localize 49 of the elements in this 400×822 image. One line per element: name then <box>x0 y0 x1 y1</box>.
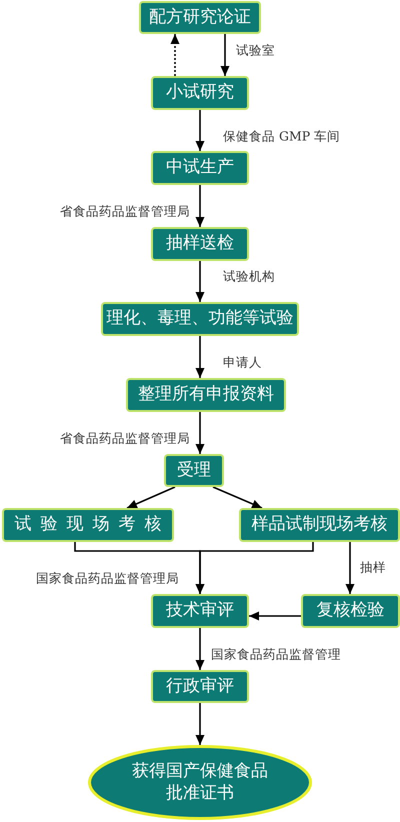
process-box <box>139 1 261 34</box>
step-text: 小试研究 <box>166 82 234 104</box>
step-text: 样品试制现场考核 <box>252 514 388 536</box>
terminal-ellipse <box>88 745 312 820</box>
step-text: 中试生产 <box>166 157 234 179</box>
arrow <box>196 542 314 594</box>
step-text: 行政审评 <box>166 676 234 698</box>
edge-label: 省食品药品监督管理局 <box>60 204 190 218</box>
arrow <box>196 261 204 302</box>
edge-label: 省食品药品监督管理局 <box>60 430 190 446</box>
dotted-arrow <box>170 34 180 76</box>
arrow <box>196 703 204 745</box>
arrow <box>196 185 204 227</box>
step-text: 获得国产保健食品批准证书 <box>130 761 269 804</box>
edge-label: 国家食品药品监督管理 <box>211 646 341 662</box>
step-text: 技术审评 <box>166 600 234 622</box>
arrow <box>220 34 230 76</box>
process-box <box>239 508 400 542</box>
process-box <box>151 670 249 703</box>
step-text: 整理所有申报资料 <box>138 384 274 406</box>
process-box <box>151 594 249 628</box>
step-text: 配方研究论证 <box>149 6 251 28</box>
edge-label: 国家食品药品监督管理局 <box>36 570 179 586</box>
arrow <box>196 628 204 670</box>
arrow <box>212 486 262 509</box>
edge-label: 试验机构 <box>223 268 275 284</box>
arrow <box>126 486 176 509</box>
process-box <box>151 227 249 261</box>
step-text: 理化、毒理、功能等试验 <box>106 308 294 330</box>
process-box <box>101 302 299 336</box>
arrow <box>196 336 204 378</box>
process-box <box>151 76 249 110</box>
process-box <box>2 508 174 542</box>
step-text: 复核检验 <box>316 600 384 622</box>
edge-label: 保健食品 GMP 车间 <box>223 128 340 144</box>
arrow <box>196 110 204 151</box>
process-box <box>126 378 286 412</box>
step-text: 抽样送检 <box>166 233 234 255</box>
arrow <box>196 412 204 454</box>
process-box <box>151 151 249 185</box>
arrow <box>346 542 354 594</box>
process-box <box>301 594 400 628</box>
process-box <box>164 454 224 487</box>
step-text: 试验现场考核 <box>14 514 170 536</box>
arrow <box>249 612 301 620</box>
edge-label: 申请人 <box>223 354 262 370</box>
edge-label: 试验室 <box>236 42 275 58</box>
edge-label: 抽样 <box>360 560 386 574</box>
step-text: 受理 <box>177 460 211 482</box>
